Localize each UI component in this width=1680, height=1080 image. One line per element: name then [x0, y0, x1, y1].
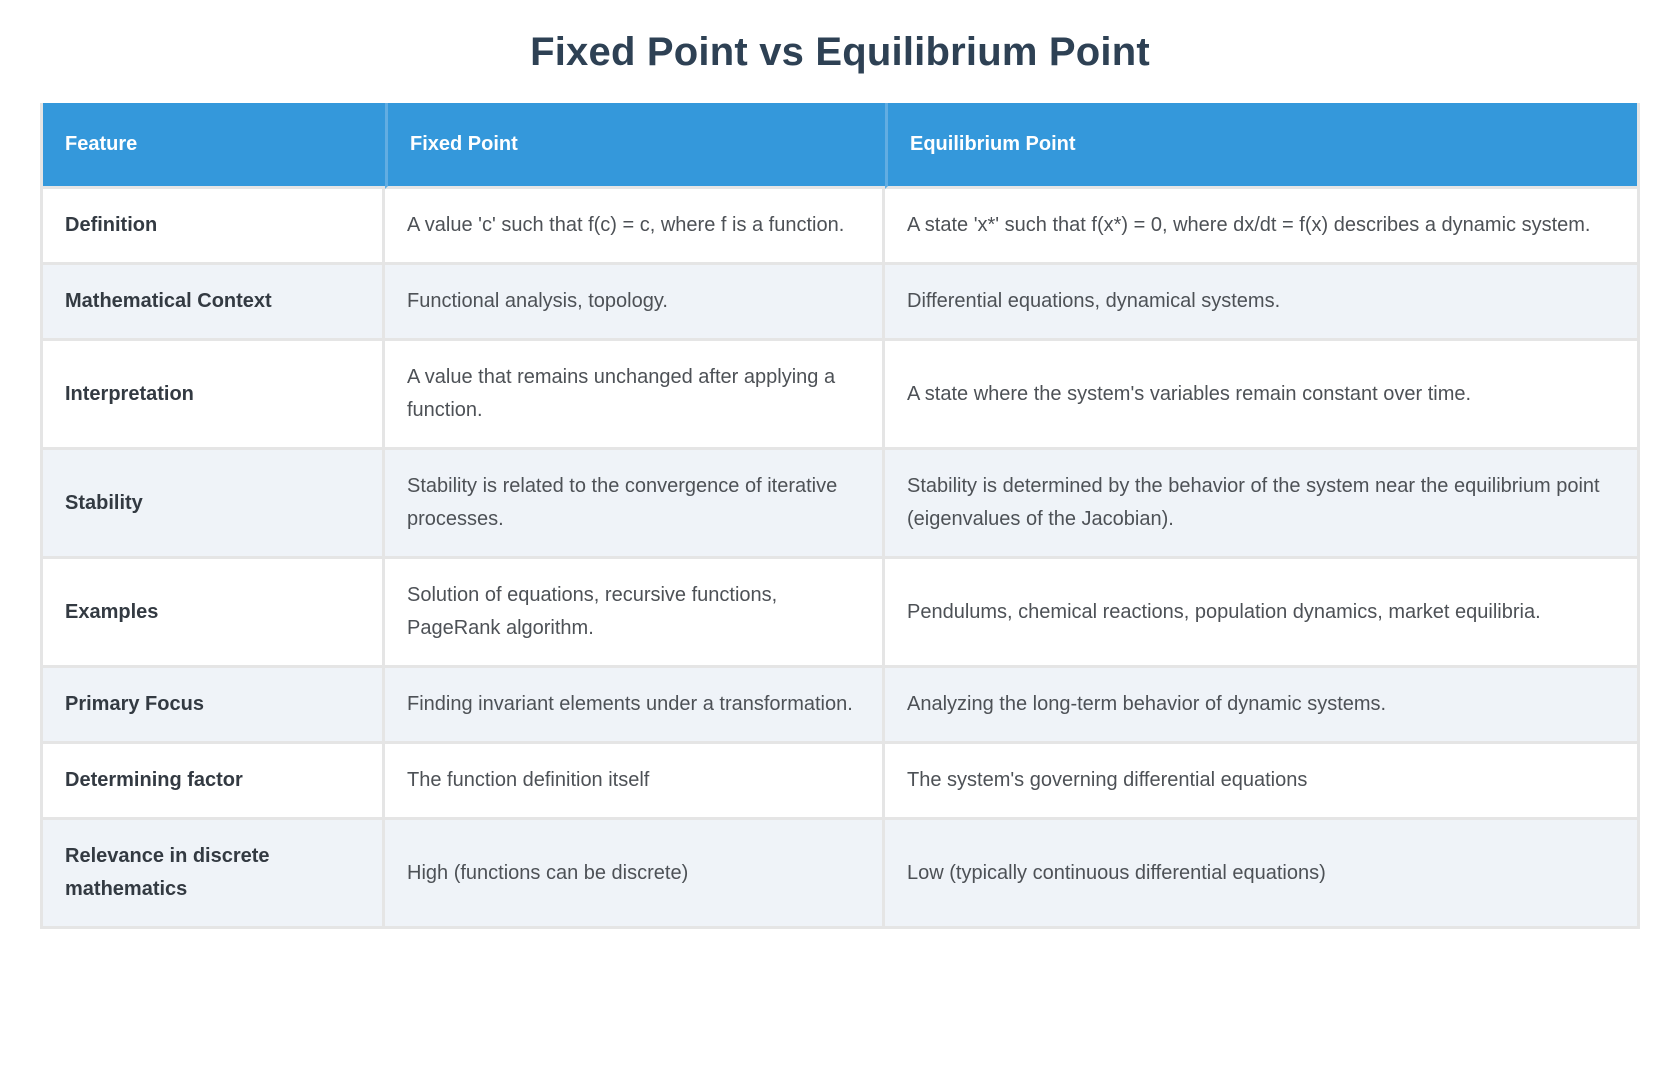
table-row: Relevance in discrete mathematics High (… — [40, 820, 1640, 929]
column-header-feature: Feature — [40, 103, 385, 189]
fixed-point-cell: The function definition itself — [385, 744, 885, 820]
feature-cell: Primary Focus — [40, 668, 385, 744]
table-row: Determining factor The function definiti… — [40, 744, 1640, 820]
header-row: Feature Fixed Point Equilibrium Point — [40, 103, 1640, 189]
fixed-point-cell: A value 'c' such that f(c) = c, where f … — [385, 189, 885, 265]
fixed-point-cell: A value that remains unchanged after app… — [385, 341, 885, 450]
table-row: Interpretation A value that remains unch… — [40, 341, 1640, 450]
equilibrium-point-cell: A state 'x*' such that f(x*) = 0, where … — [885, 189, 1640, 265]
fixed-point-cell: Solution of equations, recursive functio… — [385, 559, 885, 668]
feature-cell: Interpretation — [40, 341, 385, 450]
column-header-equilibrium-point: Equilibrium Point — [885, 103, 1640, 189]
feature-cell: Stability — [40, 450, 385, 559]
feature-cell: Definition — [40, 189, 385, 265]
table-row: Primary Focus Finding invariant elements… — [40, 668, 1640, 744]
equilibrium-point-cell: Analyzing the long-term behavior of dyna… — [885, 668, 1640, 744]
feature-cell: Determining factor — [40, 744, 385, 820]
equilibrium-point-cell: Pendulums, chemical reactions, populatio… — [885, 559, 1640, 668]
feature-cell: Examples — [40, 559, 385, 668]
equilibrium-point-cell: Low (typically continuous differential e… — [885, 820, 1640, 929]
feature-cell: Relevance in discrete mathematics — [40, 820, 385, 929]
table-row: Mathematical Context Functional analysis… — [40, 265, 1640, 341]
table-row: Examples Solution of equations, recursiv… — [40, 559, 1640, 668]
comparison-table: Feature Fixed Point Equilibrium Point De… — [40, 103, 1640, 929]
page-title: Fixed Point vs Equilibrium Point — [530, 30, 1150, 74]
fixed-point-cell: High (functions can be discrete) — [385, 820, 885, 929]
column-header-fixed-point: Fixed Point — [385, 103, 885, 189]
equilibrium-point-cell: The system's governing differential equa… — [885, 744, 1640, 820]
feature-cell: Mathematical Context — [40, 265, 385, 341]
fixed-point-cell: Stability is related to the convergence … — [385, 450, 885, 559]
fixed-point-cell: Finding invariant elements under a trans… — [385, 668, 885, 744]
equilibrium-point-cell: A state where the system's variables rem… — [885, 341, 1640, 450]
fixed-point-cell: Functional analysis, topology. — [385, 265, 885, 341]
equilibrium-point-cell: Differential equations, dynamical system… — [885, 265, 1640, 341]
table-row: Stability Stability is related to the co… — [40, 450, 1640, 559]
equilibrium-point-cell: Stability is determined by the behavior … — [885, 450, 1640, 559]
table-row: Definition A value 'c' such that f(c) = … — [40, 189, 1640, 265]
